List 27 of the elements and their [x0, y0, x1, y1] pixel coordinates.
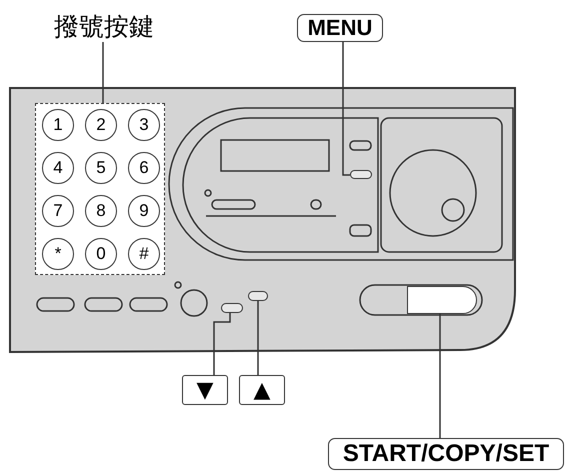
number-key: 6	[128, 152, 160, 184]
key-label: ▼	[182, 375, 228, 405]
leader-line	[342, 42, 350, 176]
arrow-button	[248, 291, 268, 301]
key-label: MENU	[297, 14, 383, 42]
menu-button	[350, 170, 372, 179]
number-key: 4	[42, 152, 74, 184]
key-label: ▲	[239, 375, 285, 405]
number-key: 8	[85, 195, 117, 227]
number-key: 9	[128, 195, 160, 227]
number-key: *	[42, 238, 74, 270]
number-key: 2	[85, 109, 117, 141]
callout-text: 撥號按鍵	[50, 10, 158, 42]
number-key: 5	[85, 152, 117, 184]
leader-line	[439, 314, 441, 438]
leader-line	[102, 42, 104, 103]
arrow-button	[221, 303, 243, 313]
start-button	[407, 286, 477, 314]
key-label: START/COPY/SET	[328, 438, 564, 470]
number-key: 7	[42, 195, 74, 227]
number-key: 3	[128, 109, 160, 141]
leader-line	[257, 301, 259, 375]
number-key: #	[128, 238, 160, 270]
keypad-area	[35, 103, 165, 275]
number-key: 1	[42, 109, 74, 141]
number-key: 0	[85, 238, 117, 270]
leader-line	[213, 313, 231, 375]
